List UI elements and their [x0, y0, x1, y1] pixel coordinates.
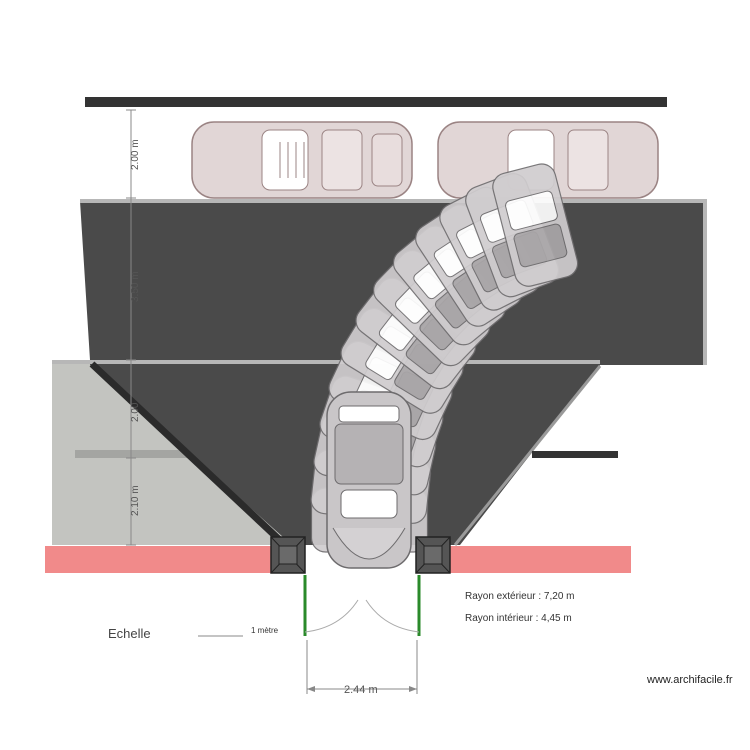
final-car — [326, 391, 412, 569]
scale-label: Echelle — [108, 626, 151, 641]
ramp-edge-right — [453, 365, 602, 546]
dim-label-3: 2.00 — [130, 402, 141, 422]
top-wall — [85, 97, 667, 107]
width-label: 2.44 m — [344, 684, 378, 696]
dim-label-1: 2.00 m — [130, 139, 141, 170]
right-bar — [532, 451, 618, 458]
radius-interior-label: Rayon intérieur : 4,45 m — [465, 613, 572, 624]
concrete-bar — [75, 450, 190, 458]
dim-label-2: 3.50 m — [130, 271, 141, 302]
gate-swing-right — [365, 599, 420, 633]
sidewalk-right — [450, 546, 631, 573]
scale-unit: 1 mètre — [251, 626, 279, 635]
parked-car-left — [191, 121, 413, 199]
asphalt-edge-top — [80, 199, 707, 365]
radius-exterior-label: Rayon extérieur : 7,20 m — [465, 591, 575, 602]
pillar-left — [270, 536, 306, 574]
ramp-edge-left — [89, 361, 288, 548]
sidewalk-left — [45, 546, 290, 573]
dim-label-4: 2.10 m — [130, 485, 141, 516]
vertical-dimension-line — [126, 109, 136, 546]
brand-watermark: www.archifacile.fr — [646, 674, 733, 686]
width-dimension-line — [306, 640, 418, 694]
gate-swing-left — [304, 599, 359, 633]
sweep-car — [492, 163, 579, 287]
pillar-right — [415, 536, 451, 574]
